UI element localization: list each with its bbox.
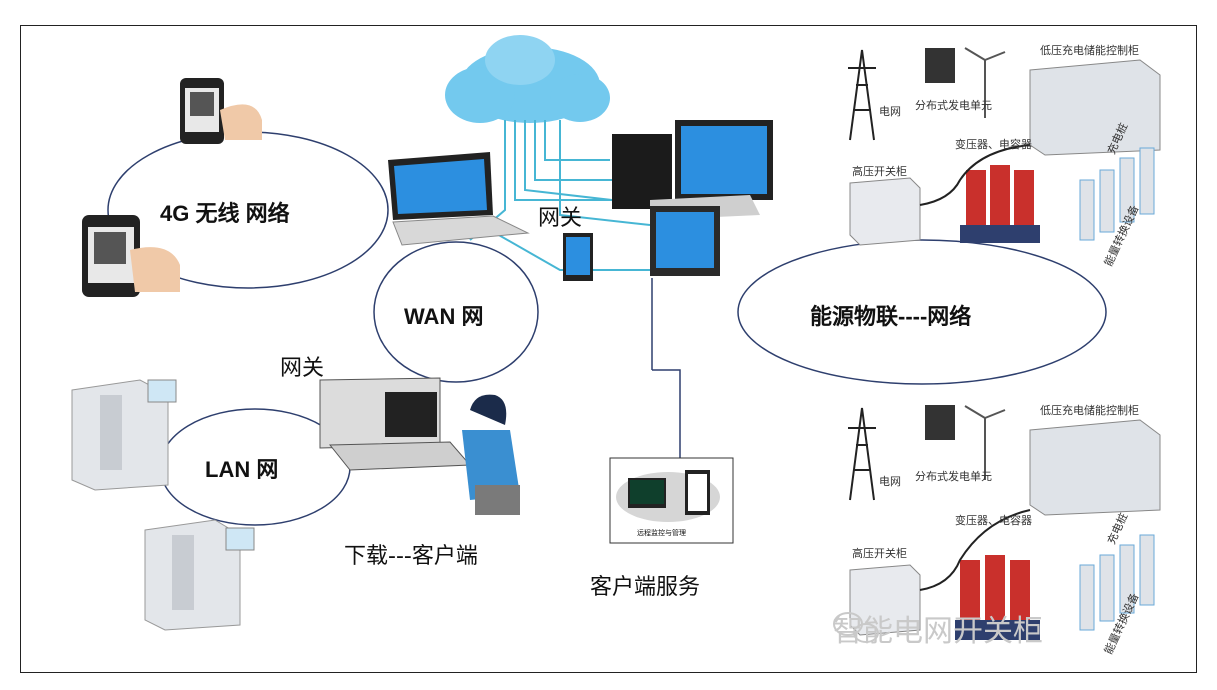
gateway-left-label: 网关 bbox=[280, 356, 325, 381]
lan-cabinet-top-icon bbox=[71, 379, 177, 491]
grid-label: 电网 bbox=[879, 475, 901, 488]
wan-network-label: WAN 网 bbox=[404, 304, 484, 329]
lan-network-label: LAN 网 bbox=[205, 457, 279, 482]
lv-cabinet-icon bbox=[1029, 419, 1161, 516]
phone-top-icon bbox=[180, 78, 262, 144]
power-tower-icon bbox=[848, 407, 876, 501]
cloud-icon bbox=[445, 35, 610, 123]
operator-workstation-icon bbox=[319, 377, 520, 515]
grid-label: 电网 bbox=[879, 105, 901, 118]
distributed-generation-label: 分布式发电单元 bbox=[915, 470, 992, 483]
solar-panel-icon bbox=[925, 48, 955, 83]
hv-switch-icon bbox=[849, 564, 921, 636]
download-client-label: 下载---客户端 bbox=[344, 544, 478, 569]
transformer-label: 变压器、电容器 bbox=[955, 138, 1032, 151]
transformer-icon bbox=[960, 165, 1040, 243]
transformer-label: 变压器、电容器 bbox=[955, 514, 1032, 527]
client-service-label: 客户端服务 bbox=[590, 575, 701, 600]
wechat-logo-icon bbox=[833, 612, 879, 643]
energy-bottom-cable bbox=[919, 509, 1031, 591]
lv-cabinet-label: 低压充电储能控制柜 bbox=[1040, 404, 1139, 417]
hv-switch-icon bbox=[849, 177, 921, 246]
client-service-box bbox=[609, 457, 734, 544]
phone-bottom-icon bbox=[82, 215, 180, 297]
lv-cabinet-icon bbox=[1029, 59, 1161, 156]
client-box-caption: 远程监控与管理 bbox=[637, 529, 686, 537]
watermark-text: 智能电网开关柜 bbox=[833, 614, 1043, 649]
distributed-generation-label: 分布式发电单元 bbox=[915, 99, 992, 112]
transformer-icon bbox=[955, 555, 1040, 640]
laptop-icon bbox=[388, 152, 530, 246]
energy-bottom-cluster bbox=[848, 405, 1161, 640]
energy-top-cable bbox=[919, 144, 1031, 206]
hv-switch-label: 高压开关柜 bbox=[852, 547, 907, 560]
wind-turbine-icon bbox=[964, 405, 1006, 480]
power-tower-icon bbox=[848, 49, 876, 141]
gateway-top-label: 网关 bbox=[538, 206, 583, 231]
energy-iot-ellipse bbox=[737, 239, 1107, 385]
solar-panel-icon bbox=[925, 405, 955, 440]
lan-cabinet-bottom-icon bbox=[144, 519, 255, 631]
wan-network-ellipse bbox=[373, 241, 539, 383]
energy-top-cluster bbox=[848, 47, 1161, 246]
hv-switch-label: 高压开关柜 bbox=[852, 165, 907, 178]
wind-turbine-icon bbox=[964, 47, 1006, 118]
desktop-computer-icon bbox=[563, 120, 773, 281]
charger-icon bbox=[1079, 534, 1155, 631]
charger-icon bbox=[1079, 147, 1155, 241]
wireless-network-label: 4G 无线 网络 bbox=[160, 201, 290, 226]
diagram-frame bbox=[20, 25, 1197, 673]
energy-iot-network-label: 能源物联----网络 bbox=[810, 304, 972, 329]
lv-cabinet-label: 低压充电储能控制柜 bbox=[1040, 44, 1139, 57]
network-lines bbox=[469, 120, 656, 271]
